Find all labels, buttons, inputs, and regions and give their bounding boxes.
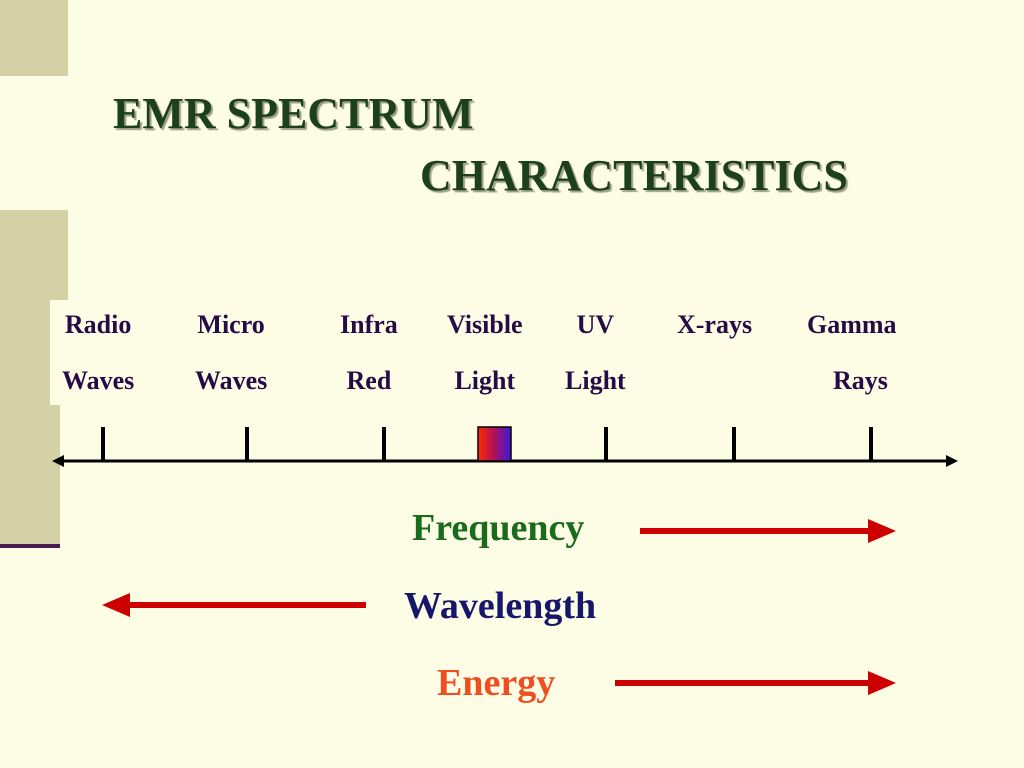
band-label-uv: UV Light xyxy=(565,310,626,396)
band-label-line1: Visible xyxy=(447,310,523,339)
band-label-visible: Visible Light xyxy=(447,310,523,396)
band-label-line1: X-rays xyxy=(677,310,753,339)
band-label-radio: Radio Waves xyxy=(62,310,134,396)
band-label-infrared: Infra Red xyxy=(340,310,398,396)
band-label-line1: Infra xyxy=(340,310,398,339)
band-label-gamma: Gamma Rays xyxy=(807,310,897,396)
band-label-line2: Rays xyxy=(833,366,888,395)
band-label-micro: Micro Waves xyxy=(195,310,267,396)
wavelength-arrow xyxy=(102,593,366,617)
band-label-line1: UV xyxy=(576,310,615,339)
wavelength-label: Wavelength xyxy=(404,585,597,627)
energy-arrow xyxy=(615,671,896,695)
axis-right-arrowhead-icon xyxy=(946,455,958,467)
band-label-line1: Micro xyxy=(197,310,265,339)
band-label-line1: Radio xyxy=(64,310,132,339)
band-label-line2: Light xyxy=(565,366,626,395)
slide-title-line2: CHARACTERISTICS xyxy=(420,151,848,200)
decor-block-strip xyxy=(50,405,60,545)
energy-label: Energy xyxy=(437,662,556,704)
band-label-line2: Waves xyxy=(195,366,268,395)
band-label-line2: Waves xyxy=(62,366,135,395)
slide-title-line1: EMR SPECTRUM xyxy=(113,89,474,138)
decor-block-middle xyxy=(0,210,68,300)
decor-block-top xyxy=(0,0,68,76)
band-label-line1: Gamma xyxy=(807,310,897,339)
band-label-line2: Light xyxy=(454,366,516,395)
axis-left-arrowhead-icon xyxy=(52,455,64,467)
decor-block-lower xyxy=(0,300,50,545)
band-label-line2: Red xyxy=(346,366,392,395)
frequency-arrow xyxy=(640,519,896,543)
visible-light-swatch xyxy=(477,426,512,462)
frequency-label: Frequency xyxy=(412,507,585,549)
band-label-xrays: X-rays xyxy=(677,310,752,366)
decor-underline xyxy=(0,544,60,548)
